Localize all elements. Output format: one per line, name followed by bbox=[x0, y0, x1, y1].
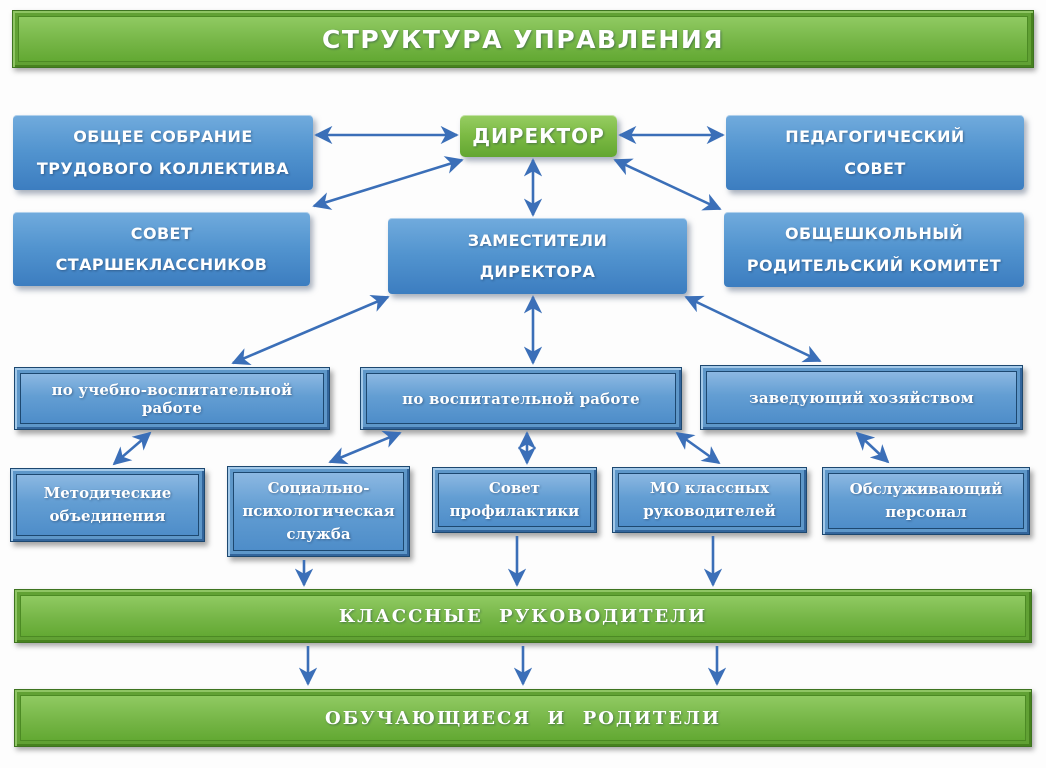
node-facility-manager: заведующий хозяйством bbox=[700, 365, 1023, 430]
node-deputy-directors-label: ЗАМЕСТИТЕЛИ ДИРЕКТОРА bbox=[467, 230, 608, 281]
node-service-staff-label: Обслуживающий персонал bbox=[849, 479, 1003, 521]
node-students-parents-panel: ОБУЧАЮЩИЕСЯ И РОДИТЕЛИ bbox=[20, 695, 1026, 741]
node-class-teachers-panel: КЛАССНЫЕ РУКОВОДИТЕЛИ bbox=[20, 595, 1026, 637]
node-general-meeting: ОБЩЕЕ СОБРАНИЕ ТРУДОВОГО КОЛЛЕКТИВА bbox=[13, 115, 313, 190]
title-banner-panel: СТРУКТУРА УПРАВЛЕНИЯ bbox=[18, 16, 1028, 62]
node-mo-class-teachers-label: МО классных руководителей bbox=[643, 478, 776, 520]
node-deputy-upbringing-label: по воспитательной работе bbox=[402, 389, 640, 408]
arrow-facility-service-staff bbox=[855, 431, 890, 464]
node-deputy-academic: по учебно-воспитательной работе bbox=[14, 367, 330, 430]
node-social-psych-service-label: Социально- психологическая служба bbox=[242, 478, 395, 544]
node-seniors-council-label: СОВЕТ СТАРШЕКЛАССНИКОВ bbox=[55, 223, 268, 274]
node-pedagogical-council-label: ПЕДАГОГИЧЕСКИЙ СОВЕТ bbox=[785, 127, 965, 178]
node-school-parent-committee-label: ОБЩЕШКОЛЬНЫЙ РОДИТЕЛЬСКИЙ КОМИТЕТ bbox=[746, 224, 1002, 275]
node-prevention-council: Совет профилактики bbox=[432, 467, 597, 533]
node-director-label: ДИРЕКТОР bbox=[472, 124, 605, 148]
node-facility-manager-panel: заведующий хозяйством bbox=[706, 371, 1017, 424]
arrow-director-school-parent-committee bbox=[613, 158, 722, 211]
node-school-parent-committee: ОБЩЕШКОЛЬНЫЙ РОДИТЕЛЬСКИЙ КОМИТЕТ bbox=[724, 212, 1024, 287]
arrow-deputies-facility-manager bbox=[684, 295, 822, 363]
node-prevention-council-panel: Совет профилактики bbox=[438, 473, 591, 527]
node-deputy-directors: ЗАМЕСТИТЕЛИ ДИРЕКТОРА bbox=[388, 218, 687, 294]
arrow-upbringing-mo-class-teachers bbox=[675, 431, 721, 465]
title-banner: СТРУКТУРА УПРАВЛЕНИЯ bbox=[12, 10, 1034, 68]
node-students-parents-label: ОБУЧАЮЩИЕСЯ И РОДИТЕЛИ bbox=[325, 707, 721, 729]
node-mo-class-teachers-panel: МО классных руководителей bbox=[618, 473, 801, 527]
node-prevention-council-label: Совет профилактики bbox=[449, 478, 580, 520]
node-director: ДИРЕКТОР bbox=[460, 115, 617, 157]
node-deputy-upbringing: по воспитательной работе bbox=[360, 367, 682, 430]
node-social-psych-service: Социально- психологическая служба bbox=[227, 466, 410, 557]
node-mo-class-teachers: МО классных руководителей bbox=[612, 467, 807, 533]
node-facility-manager-label: заведующий хозяйством bbox=[749, 388, 974, 407]
node-deputy-upbringing-panel: по воспитательной работе bbox=[366, 373, 676, 424]
node-service-staff-panel: Обслуживающий персонал bbox=[828, 473, 1024, 529]
node-methodical-associations-panel: Методические объединения bbox=[16, 474, 199, 536]
node-pedagogical-council: ПЕДАГОГИЧЕСКИЙ СОВЕТ bbox=[726, 115, 1024, 190]
node-deputy-academic-panel: по учебно-воспитательной работе bbox=[20, 373, 324, 424]
arrow-director-seniors-council bbox=[312, 156, 464, 210]
node-general-meeting-label: ОБЩЕЕ СОБРАНИЕ ТРУДОВОГО КОЛЛЕКТИВА bbox=[36, 127, 290, 178]
node-methodical-associations-label: Методические объединения bbox=[43, 483, 172, 525]
node-social-psych-service-panel: Социально- психологическая служба bbox=[233, 472, 404, 551]
node-class-teachers-label: КЛАССНЫЕ РУКОВОДИТЕЛИ bbox=[338, 605, 708, 627]
node-methodical-associations: Методические объединения bbox=[10, 468, 205, 542]
node-service-staff: Обслуживающий персонал bbox=[822, 467, 1030, 535]
node-students-parents: ОБУЧАЮЩИЕСЯ И РОДИТЕЛИ bbox=[14, 689, 1032, 747]
node-class-teachers: КЛАССНЫЕ РУКОВОДИТЕЛИ bbox=[14, 589, 1032, 643]
page-title: СТРУКТУРА УПРАВЛЕНИЯ bbox=[322, 24, 724, 54]
node-deputy-academic-label: по учебно-воспитательной работе bbox=[51, 380, 293, 417]
arrow-deputies-academic bbox=[231, 295, 390, 365]
node-seniors-council: СОВЕТ СТАРШЕКЛАССНИКОВ bbox=[13, 212, 310, 286]
arrow-upbringing-social-psych bbox=[328, 430, 402, 465]
arrow-academic-methodical bbox=[112, 431, 152, 466]
